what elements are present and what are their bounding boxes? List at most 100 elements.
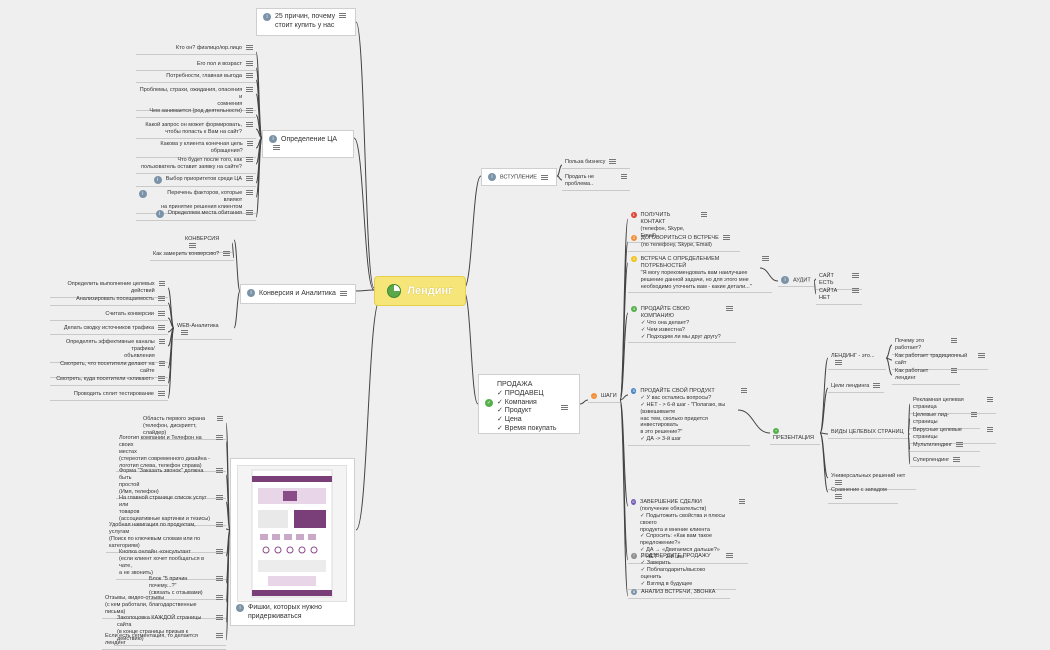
item-label: Какой запрос он может формировать, чтобы… — [145, 122, 242, 135]
note-icon — [978, 353, 985, 358]
fishki-item[interactable]: Блок "5 причин почему...?" (связать с от… — [146, 575, 226, 600]
fishki-item[interactable]: Отзывы, видео-отзывы (с кем работали, бл… — [102, 594, 226, 619]
connector — [167, 327, 175, 399]
central-topic[interactable]: Лендинг — [374, 276, 466, 306]
ca-item[interactable]: Кто он? физлицо/юр.лицо — [136, 44, 256, 55]
note-icon — [560, 405, 568, 410]
compare-node[interactable]: Сравнение с западом — [828, 486, 898, 504]
types-node[interactable]: ВИДЫ ЦЕЛЕВЫХ СТРАНИЦ — [828, 428, 908, 439]
type-item[interactable]: Мультилендинг — [910, 441, 980, 452]
landing-item[interactable]: Как работает лендинг — [892, 367, 960, 385]
landing-item[interactable]: Как работает традиционный сайт — [892, 352, 988, 370]
conv-web[interactable]: WEB-Аналитика — [174, 322, 232, 340]
conversion-label: Конверсия и Аналитика — [259, 289, 336, 297]
fishki-item[interactable]: Заколоцовка КАЖДОЙ страницы сайта (в кон… — [114, 614, 226, 646]
intro-item[interactable]: Польза бизнесу — [562, 158, 630, 169]
landing-is-label: ЛЕНДИНГ - это... — [831, 353, 875, 359]
fishki-item[interactable]: Логотип компании и Телефон на своих мест… — [116, 434, 226, 473]
audit-item[interactable]: САЙТА НЕТ — [816, 287, 862, 305]
ca-item[interactable]: Какова у клиента конечная цель обращения… — [136, 140, 256, 158]
item-label: Вирусные целевые страницы — [913, 427, 962, 440]
info-icon: i — [139, 190, 147, 198]
fishki-item[interactable]: Форма "Заказать звонок" должна быть прос… — [116, 467, 226, 499]
fishki-item[interactable]: На главной странице список услуг или тов… — [116, 494, 226, 526]
item-label: САЙТА НЕТ — [819, 288, 838, 301]
analytics-item[interactable]: Смотреть, куда посетители «кликают» — [50, 375, 168, 386]
type-item[interactable]: Рекламная целевая страница — [910, 396, 996, 414]
type-item[interactable]: Вирусные целевые страницы — [910, 426, 996, 444]
ca-item[interactable]: Что будет после того, как пользователь о… — [136, 156, 256, 174]
connector — [579, 399, 589, 405]
note-icon — [986, 427, 993, 432]
ca-item[interactable]: Какой запрос он может формировать, чтобы… — [136, 121, 256, 139]
item-label: Что будет после того, как пользователь о… — [141, 157, 242, 170]
ca-item[interactable]: Чем занимается (род деятельности) — [136, 107, 256, 118]
topic-reasons[interactable]: i 25 причин, почему стоит купить у нас — [256, 8, 356, 36]
analytics-item[interactable]: Проводить сплит тестирование — [50, 390, 168, 401]
universal-node[interactable]: Универсальных решений нет — [828, 472, 916, 490]
sale-steps[interactable]: –ШАГИ — [588, 392, 620, 403]
item-label: Отзывы, видео-отзывы (с кем работали, бл… — [105, 595, 197, 615]
note-icon — [246, 87, 253, 92]
ca-item[interactable]: Потребности, главная выгода — [136, 72, 256, 83]
note-icon — [246, 45, 253, 50]
note-icon — [620, 174, 627, 179]
fishki-item[interactable]: Если есть сегментация, то делается ленди… — [102, 632, 226, 650]
item-label: Считать конверсии — [105, 311, 154, 317]
note-icon — [970, 412, 977, 417]
conv-measure[interactable]: Как замерить конверсию? — [150, 250, 234, 261]
analytics-item[interactable]: Смотреть, что посетители делают на сайте — [50, 360, 168, 378]
fishki-item[interactable]: Удобная навигация по продуктам, услугам … — [106, 521, 226, 553]
connector — [619, 262, 629, 401]
item-label: Как работает лендинг — [895, 368, 929, 381]
reasons-label: 25 причин, почему стоит купить у нас — [275, 13, 336, 29]
ca-item[interactable]: Его пол и возраст — [136, 60, 256, 71]
analytics-item[interactable]: Делать сводку источников трафика — [50, 324, 168, 335]
note-icon — [273, 145, 280, 151]
konversiya-label: КОНВЕРСИЯ — [185, 236, 220, 242]
step-number-icon: 7 — [631, 553, 637, 559]
fishki-item[interactable]: Кнопка онлайн -консультант (если клиент … — [116, 548, 226, 580]
analytics-item[interactable]: Определять эффективные каналы трафика/ о… — [50, 338, 168, 363]
conv-konversiya[interactable]: КОНВЕРСИЯ — [182, 235, 232, 253]
fishki-item[interactable]: Область первого экрана (телефон, дискрип… — [140, 415, 226, 440]
analytics-item[interactable]: Определить выполнение целевых действий — [50, 280, 168, 298]
topic-sale[interactable]: ✓ ПРОДАЖА ✓ ПРОДАВЕЦ ✓ Компания ✓ Продук… — [478, 374, 580, 434]
audit-item[interactable]: САЙТ ЕСТЬ — [816, 272, 862, 290]
note-icon — [726, 553, 733, 558]
item-label: Анализировать посещаемость — [76, 296, 154, 302]
progress-icon — [387, 284, 402, 298]
note-icon — [216, 595, 223, 600]
analytics-item[interactable]: Анализировать посещаемость — [50, 295, 168, 306]
presentation-node[interactable]: +ПРЕЗЕНТАЦИЯ — [770, 427, 820, 445]
analytics-item[interactable]: Считать конверсии — [50, 310, 168, 321]
type-item[interactable]: Целевые лид-страницы — [910, 411, 980, 429]
steps-label: ШАГИ — [601, 393, 617, 399]
goals-node[interactable]: Цели лендинга — [828, 382, 884, 393]
connector — [225, 501, 231, 531]
item-label: Продать не проблема.. — [565, 174, 595, 187]
intro-item[interactable]: Продать не проблема.. — [562, 173, 630, 191]
sale-label: ПРОДАЖА ✓ ПРОДАВЕЦ ✓ Компания ✓ Продукт … — [497, 381, 557, 432]
landing-is-node[interactable]: ЛЕНДИНГ - это... — [828, 352, 886, 370]
info-icon: i — [488, 173, 496, 181]
note-icon — [835, 493, 842, 499]
type-item[interactable]: Суперлендинг — [910, 456, 980, 467]
landing-item[interactable]: Почему это работает? — [892, 337, 960, 355]
ca-item[interactable]: Проблемы, страхи, ожидания, опасения и с… — [136, 86, 256, 111]
